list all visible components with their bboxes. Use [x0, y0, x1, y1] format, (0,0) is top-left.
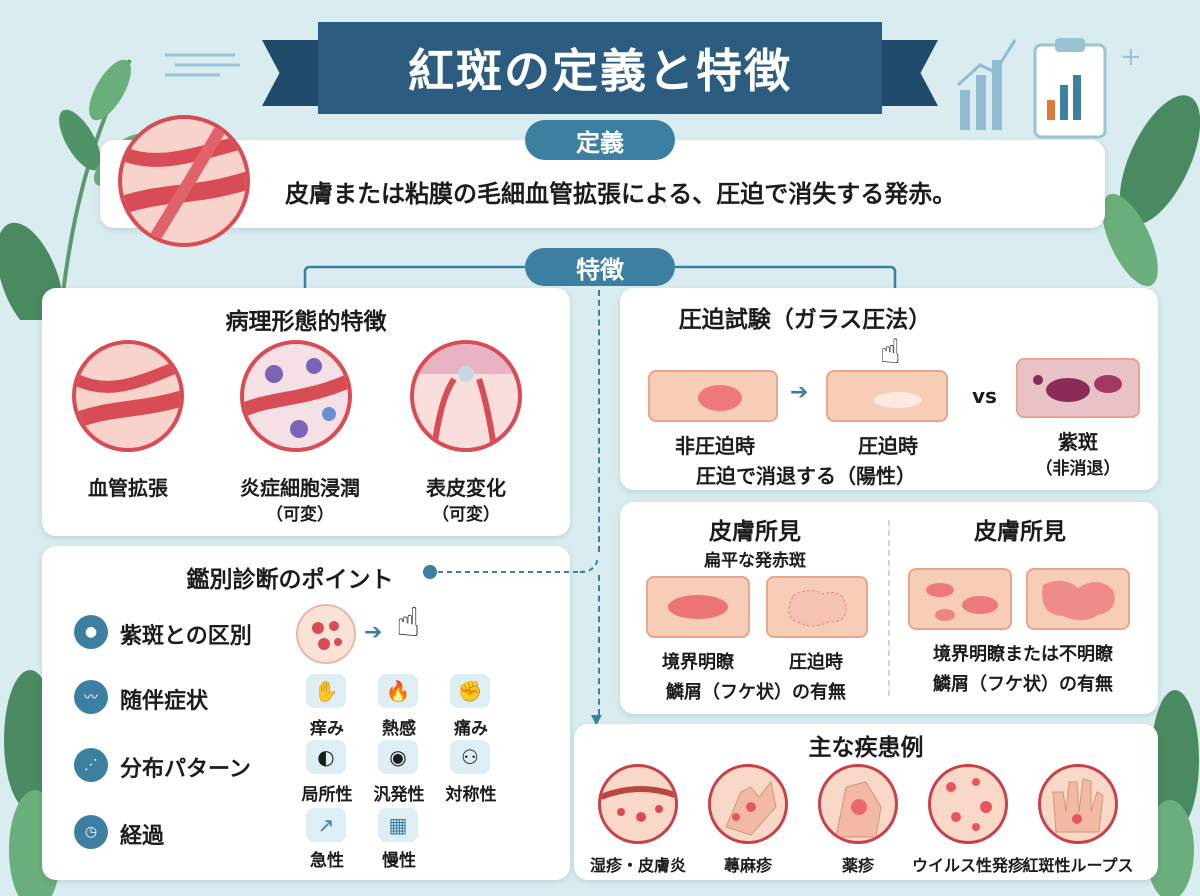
urticaria-illustration	[708, 764, 788, 844]
leaf-decoration-right	[1102, 95, 1200, 287]
epidermal-change-illustration	[410, 340, 522, 452]
features-pill: 特徴	[525, 248, 675, 286]
chronic-label: 慢性	[382, 851, 416, 871]
flat-erythema-illustration	[646, 576, 750, 638]
border-clarity-label: 境界明瞭または不明瞭	[933, 644, 1113, 665]
differential-connector	[423, 560, 599, 579]
purpura-label: 紫斑	[1058, 430, 1098, 454]
itch-label: 痒み	[310, 719, 344, 739]
chronic-icon: ▦	[378, 808, 418, 842]
pressed-erythema-illustration	[766, 576, 868, 638]
distribution-pattern-icon: ⋰	[74, 748, 108, 782]
purpura-illustration	[1016, 358, 1140, 418]
course-label: 経過	[120, 824, 165, 849]
skin-findings-left-title: 皮膚所見	[709, 519, 801, 545]
viral-rash-illustration	[928, 764, 1008, 844]
scale-note-right: 鱗屑（フケ状）の有無	[933, 674, 1113, 695]
purpura-note: （非消退）	[1035, 459, 1121, 479]
disease-lupus-label: 紅斑性ループス	[1022, 856, 1134, 875]
lupus-illustration	[1038, 764, 1118, 844]
vessel-illustration	[118, 115, 250, 247]
epidermal-change-note: （可変）	[432, 505, 500, 525]
acute-icon: ↗	[306, 808, 346, 842]
epidermal-change-label: 表皮変化	[426, 476, 506, 500]
vasodilation-illustration	[72, 340, 184, 452]
associated-symptoms-icon: 〰	[74, 680, 108, 714]
heat-icon: 🔥	[378, 674, 418, 708]
disease-urticaria-label: 蕁麻疹	[723, 856, 772, 875]
vasodilation-label: 血管拡張	[88, 476, 168, 500]
skin-before-illustration	[648, 370, 778, 422]
result-label: 圧迫で消退する（陽性）	[696, 464, 916, 488]
skin-pressed-illustration	[826, 370, 948, 422]
purpura-distinction-label: 紫斑との区別	[120, 624, 252, 649]
itch-icon: ✋	[306, 674, 346, 708]
pain-icon: ✊	[450, 674, 490, 708]
pathology-title: 病理形態的特徴	[225, 309, 387, 335]
pressure-test-title: 圧迫試験（ガラス圧法）	[678, 307, 932, 333]
clipboard-chart-icon: +	[956, 38, 1142, 139]
features-vertical-connector	[598, 290, 600, 552]
pressed-label: 圧迫時	[789, 652, 843, 673]
leaf-decoration-bottom-right	[1146, 690, 1199, 896]
symmetric-icon: ⚇	[450, 740, 490, 774]
differential-title: 鑑別診断のポイント	[186, 567, 394, 593]
local-label: 局所性	[301, 785, 353, 805]
distribution-pattern-label: 分布パターン	[120, 757, 251, 782]
finger-press-icon: ☝	[880, 332, 901, 372]
associated-symptoms-label: 随伴症状	[120, 689, 209, 714]
disease-viral-rash-label: ウイルス性発疹	[911, 856, 1024, 875]
disease-eczema-label: 湿疹・皮膚炎	[589, 856, 686, 875]
acute-label: 急性	[310, 851, 344, 871]
local-icon: ◐	[306, 740, 346, 774]
eczema-illustration	[598, 764, 678, 844]
drug-eruption-illustration	[818, 764, 898, 844]
generalized-icon: ◉	[378, 740, 418, 774]
skin-findings-right-title: 皮膚所見	[974, 519, 1066, 545]
svg-text:+: +	[1120, 42, 1142, 72]
clear-border-label: 境界明瞭	[662, 652, 734, 673]
disease-drug-eruption-label: 薬疹	[841, 856, 874, 875]
arrow-right-icon-2: ➔	[364, 620, 383, 645]
inflammatory-cell-note: （可変）	[266, 505, 334, 525]
page-title: 紅斑の定義と特徴	[318, 22, 882, 114]
purpura-dots-icon	[296, 604, 356, 664]
disease-vertical-connector	[598, 575, 600, 715]
scale-note-left: 鱗屑（フケ状）の有無	[666, 682, 846, 703]
clock-icon: ◷	[74, 815, 108, 849]
border-erythema-illustration	[908, 568, 1012, 630]
inflammatory-cell-label: 炎症細胞浸潤	[240, 476, 360, 500]
pain-label: 痛み	[454, 719, 488, 739]
lines-decoration	[165, 53, 240, 77]
diseases-title: 主な疾患例	[808, 735, 924, 761]
arrow-down-icon: ▼	[591, 712, 602, 728]
vs-text: vs	[972, 384, 997, 408]
before-pressure-label: 非圧迫時	[675, 434, 755, 458]
definition-text: 皮膚または粘膜の毛細血管拡張による、圧迫で消失する発赤。	[285, 180, 957, 208]
irregular-erythema-illustration	[1026, 568, 1130, 630]
symmetric-label: 対称性	[445, 785, 497, 805]
generalized-label: 汎発性	[373, 785, 425, 805]
heat-label: 熱感	[382, 719, 416, 739]
after-pressure-label: 圧迫時	[858, 434, 918, 458]
findings-divider	[888, 520, 890, 696]
skin-findings-left-subtitle: 扁平な発赤斑	[704, 551, 806, 571]
inflammatory-cell-illustration	[240, 340, 352, 452]
finger-press-icon-2: ☝	[396, 600, 421, 646]
definition-pill: 定義	[525, 120, 675, 160]
arrow-right-icon: ➔	[790, 380, 809, 405]
purpura-distinction-icon: ●	[74, 615, 108, 649]
